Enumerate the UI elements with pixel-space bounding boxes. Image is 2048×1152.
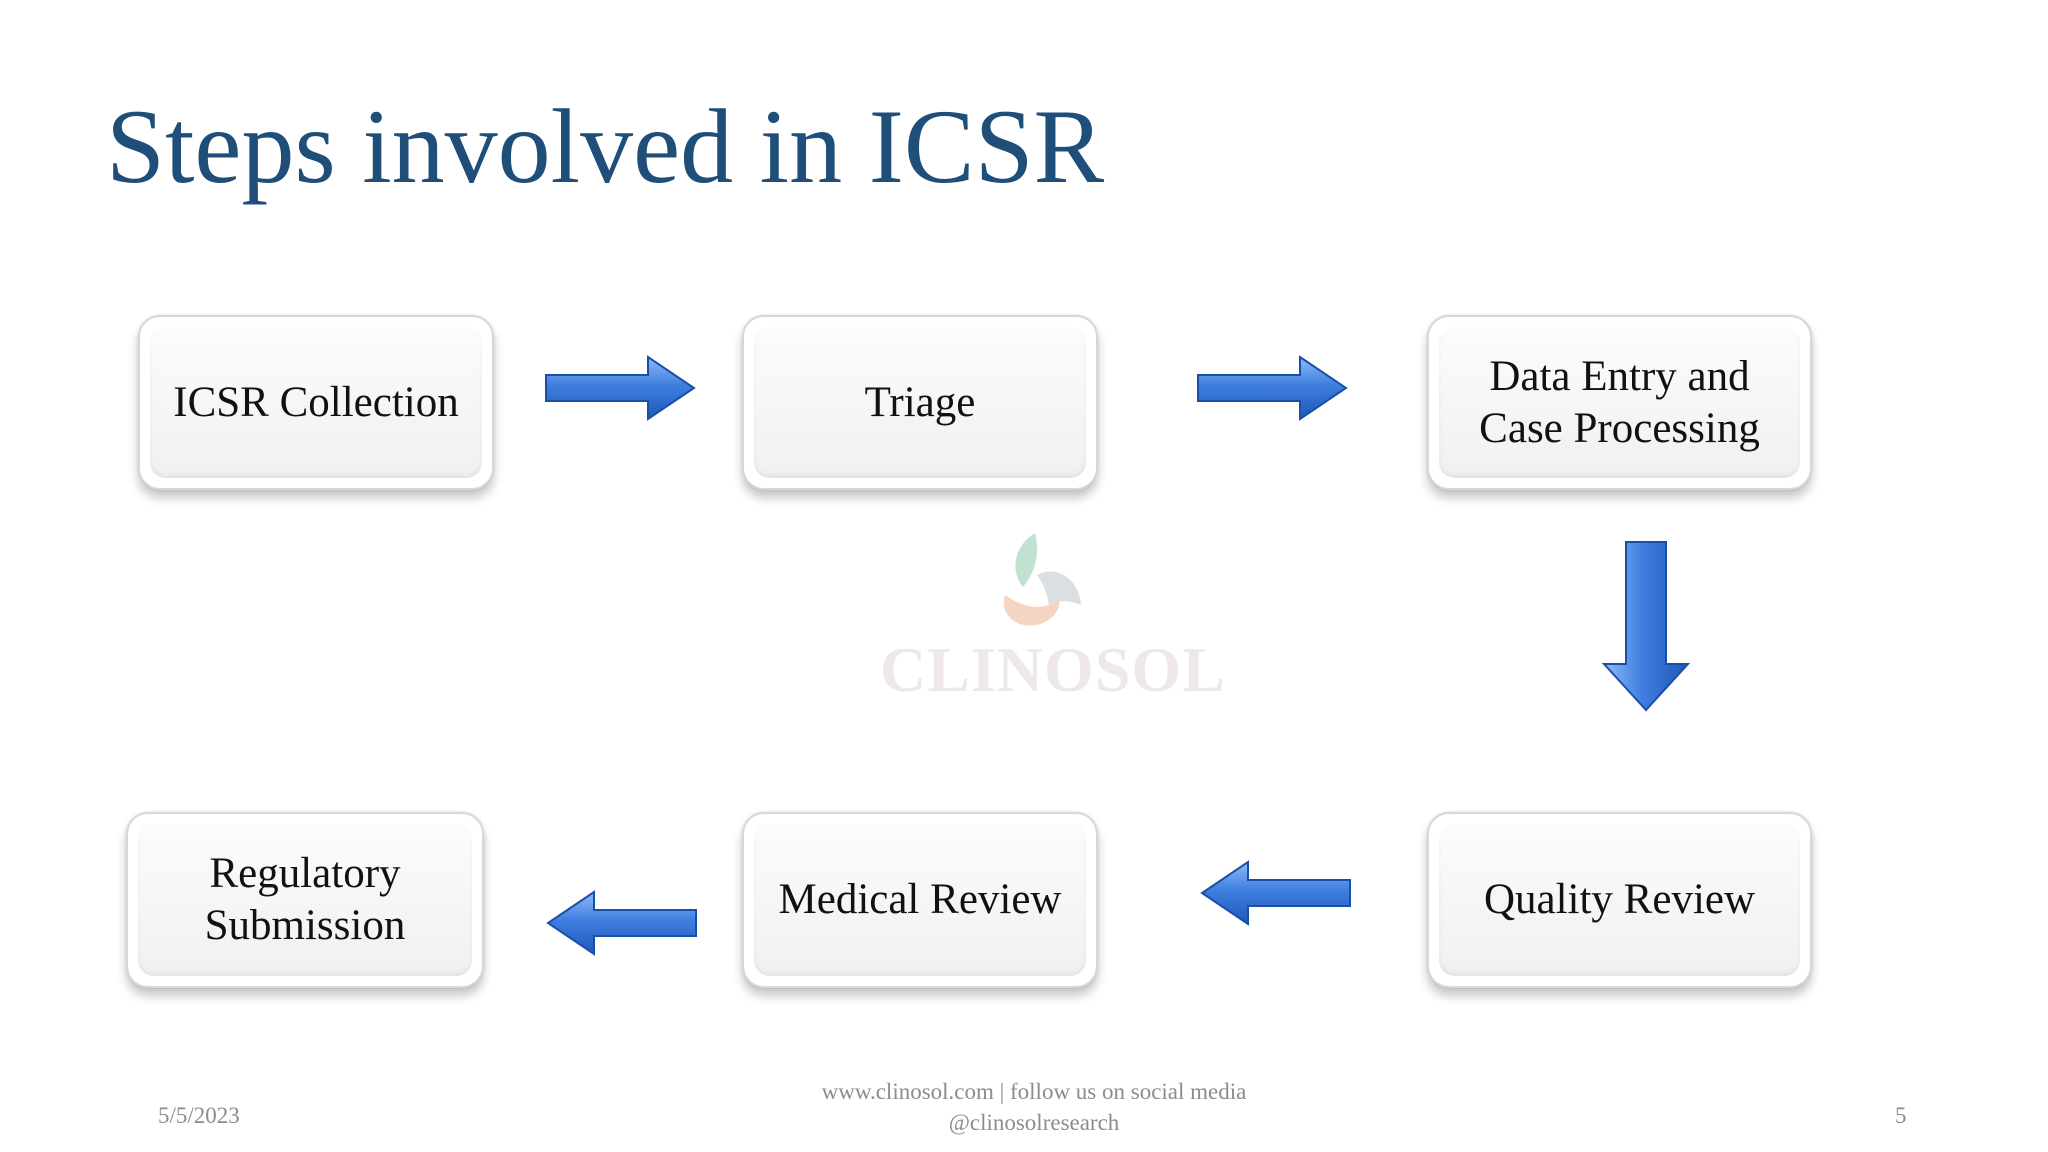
footer-date: 5/5/2023 [158,1103,240,1128]
arrow-right-icon [1197,355,1348,421]
step-label: ICSR Collection [173,378,459,426]
step-label: Quality Review [1483,876,1756,923]
watermark-logo: CLINOSOL [880,525,1226,705]
step-box-inner: Quality Review [1439,824,1800,976]
step-label: Medical Review [778,876,1062,923]
step-box-inner: Regulatory Submission [138,824,472,976]
step-box-inner: ICSR Collection [150,327,482,478]
footer-website: www.clinosol.com | follow us on social m… [821,1079,1247,1104]
footer-page-number: 5 [1895,1103,1907,1128]
arrow-left-icon [1200,860,1351,926]
step-label: Data Entry and Case Processing [1479,352,1760,452]
arrow-left-icon [546,890,697,956]
leaf-logo-icon [1003,533,1081,626]
step-box-data-entry: Data Entry and Case Processing [1427,315,1812,490]
step-box-icsr-collection: ICSR Collection [138,315,494,490]
slide-title: Steps involved in ICSR [106,88,1105,205]
step-box-medical-review: Medical Review [742,812,1098,988]
footer-handle: @clinosolresearch [948,1110,1120,1135]
arrow-right-icon [545,355,696,421]
step-box-quality-review: Quality Review [1427,812,1812,988]
watermark-text: CLINOSOL [880,634,1226,705]
step-box-inner: Medical Review [754,824,1086,976]
step-box-regulatory-submission: Regulatory Submission [126,812,484,988]
step-box-triage: Triage [742,315,1098,490]
step-box-inner: Data Entry and Case Processing [1439,327,1800,478]
step-label: Triage [864,378,976,426]
step-box-inner: Triage [754,327,1086,478]
footer-center: www.clinosol.com | follow us on social m… [724,1076,1344,1138]
arrow-down-icon [1602,541,1690,712]
step-label: Regulatory Submission [204,850,406,949]
